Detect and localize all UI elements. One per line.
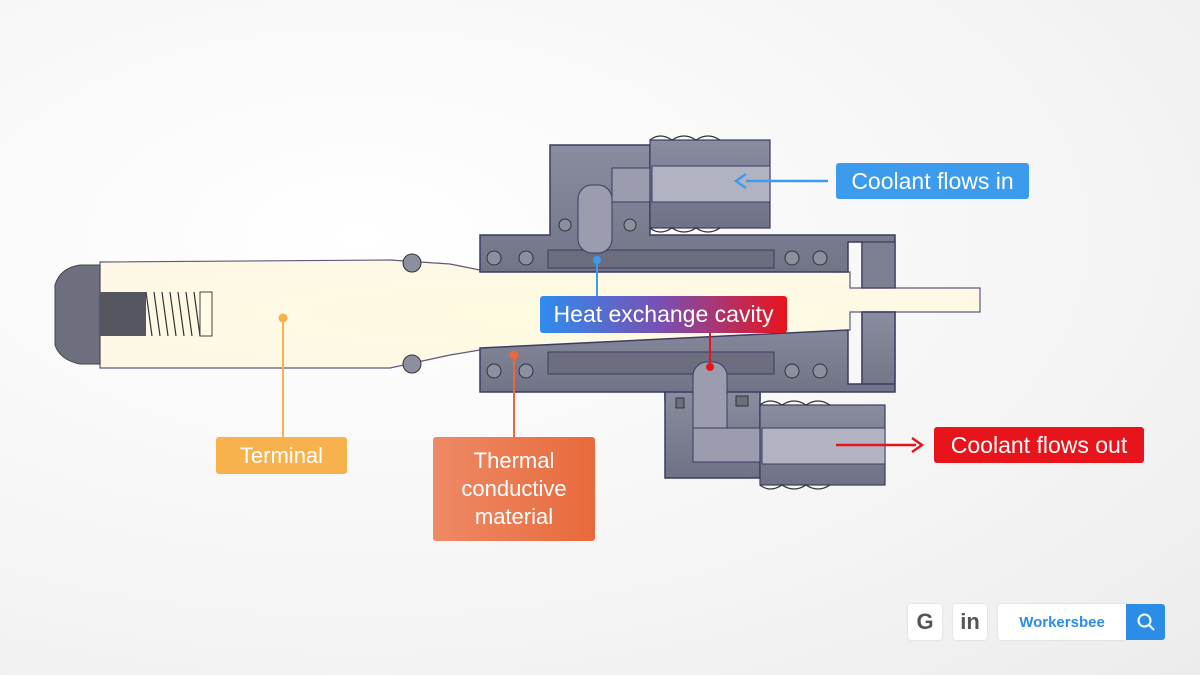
- coolant-out-arrow: [836, 436, 925, 454]
- coolant-in-label: Coolant flows in: [836, 163, 1029, 199]
- inlet-connector: [649, 135, 771, 233]
- terminal-leader: [278, 313, 288, 437]
- o-ring-bottom-left: [402, 354, 422, 374]
- brand-name: Workersbee: [1019, 613, 1105, 631]
- inlet-channel: [577, 184, 613, 254]
- coolant-in-arrow: [733, 172, 828, 190]
- linkedin-icon[interactable]: in: [953, 604, 987, 640]
- thermal-leader: [509, 350, 519, 437]
- terminal-thread: [145, 291, 201, 337]
- cavity-leader-red: [706, 333, 714, 371]
- cavity-leader-blue: [593, 256, 601, 296]
- google-icon[interactable]: G: [908, 604, 942, 640]
- thermal-material-label: Thermal conductive material: [433, 437, 595, 541]
- lower-housing: [479, 311, 896, 479]
- coolant-out-label: Coolant flows out: [934, 427, 1144, 463]
- terminal-end-cap: [54, 264, 213, 365]
- search-button[interactable]: [1126, 604, 1165, 640]
- brand-search-box[interactable]: Workersbee: [998, 604, 1126, 640]
- heat-exchange-cavity-label: Heat exchange cavity: [540, 296, 787, 333]
- terminal-label: Terminal: [216, 437, 347, 474]
- housing-end-block: [861, 241, 896, 289]
- o-ring-top-left: [402, 253, 422, 273]
- upper-housing: [479, 144, 896, 288]
- search-icon: [1137, 613, 1155, 631]
